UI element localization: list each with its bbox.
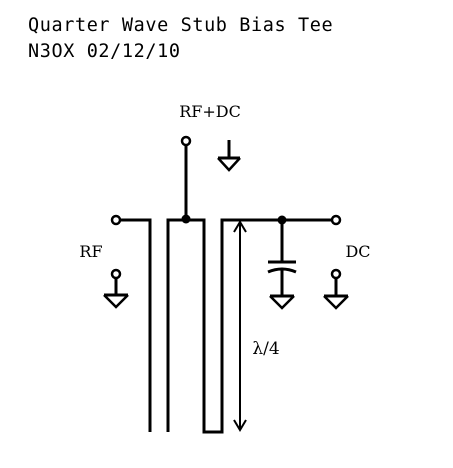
ground-symbol-dc-icon xyxy=(323,268,349,310)
ground-symbol-top-icon xyxy=(217,140,241,172)
quarter-wave-stub xyxy=(166,218,282,434)
rf-terminal-icon xyxy=(110,214,122,226)
dc-label: DC xyxy=(345,242,370,261)
diagram-subtitle: N3OX 02/12/10 xyxy=(28,41,181,62)
ground-symbol-rf-icon xyxy=(103,268,129,309)
rf-label: RF xyxy=(79,242,102,261)
dimension-arrow xyxy=(233,220,247,432)
rf-dc-label: RF+DC xyxy=(179,102,241,121)
stub-length-label: λ/4 xyxy=(252,339,279,359)
diagram-title: Quarter Wave Stub Bias Tee xyxy=(28,15,334,36)
rf-dc-terminal-icon xyxy=(180,135,192,147)
dc-terminal-icon xyxy=(330,214,342,226)
main-line-outer-conductor xyxy=(120,218,152,432)
bypass-capacitor-icon xyxy=(267,220,297,310)
